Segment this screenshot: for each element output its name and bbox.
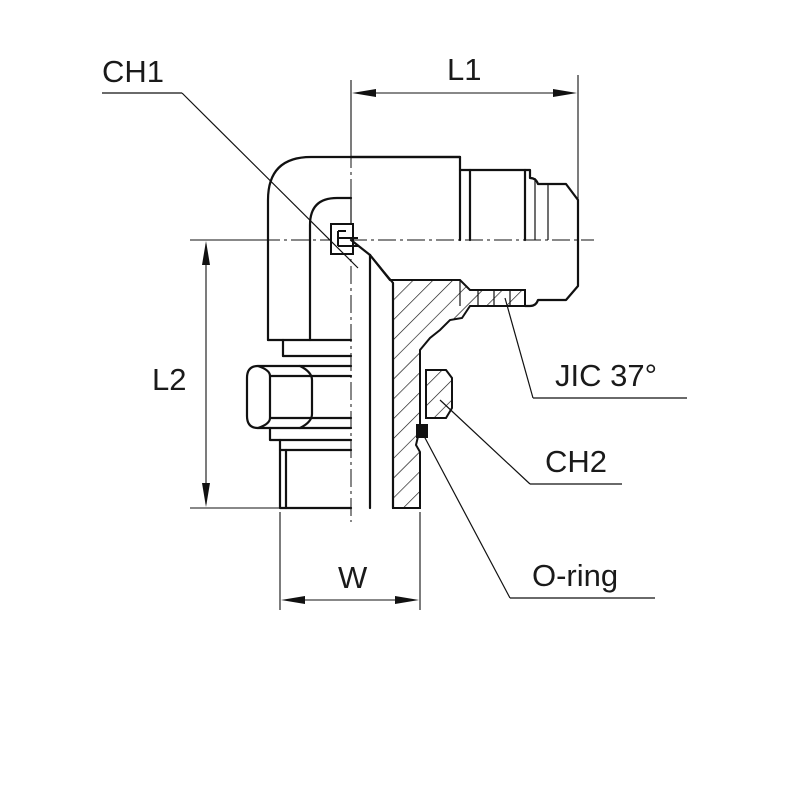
label-w: W — [338, 560, 368, 595]
leader-jic: JIC 37° — [504, 297, 687, 399]
dimension-l1: L1 — [350, 52, 579, 200]
dimension-w: W — [279, 512, 421, 610]
label-jic: JIC 37° — [555, 358, 657, 393]
dimension-l2: L2 — [152, 239, 280, 509]
jic-end — [458, 168, 580, 308]
label-ch1: CH1 — [102, 54, 164, 89]
locknut — [245, 364, 353, 510]
elbow-body — [266, 155, 462, 358]
label-l1: L1 — [447, 52, 481, 87]
body-section — [369, 254, 526, 509]
leader-ch2: CH2 — [439, 399, 622, 485]
label-ch2: CH2 — [545, 444, 607, 479]
o-ring-section — [416, 424, 428, 438]
label-l2: L2 — [152, 362, 186, 397]
leader-oring: O-ring — [423, 435, 655, 599]
lock-symbol-icon — [330, 223, 358, 255]
leader-ch1: CH1 — [102, 54, 359, 269]
label-oring: O-ring — [532, 558, 618, 593]
ch2-nut-section — [425, 369, 453, 419]
section-view — [349, 238, 526, 510]
